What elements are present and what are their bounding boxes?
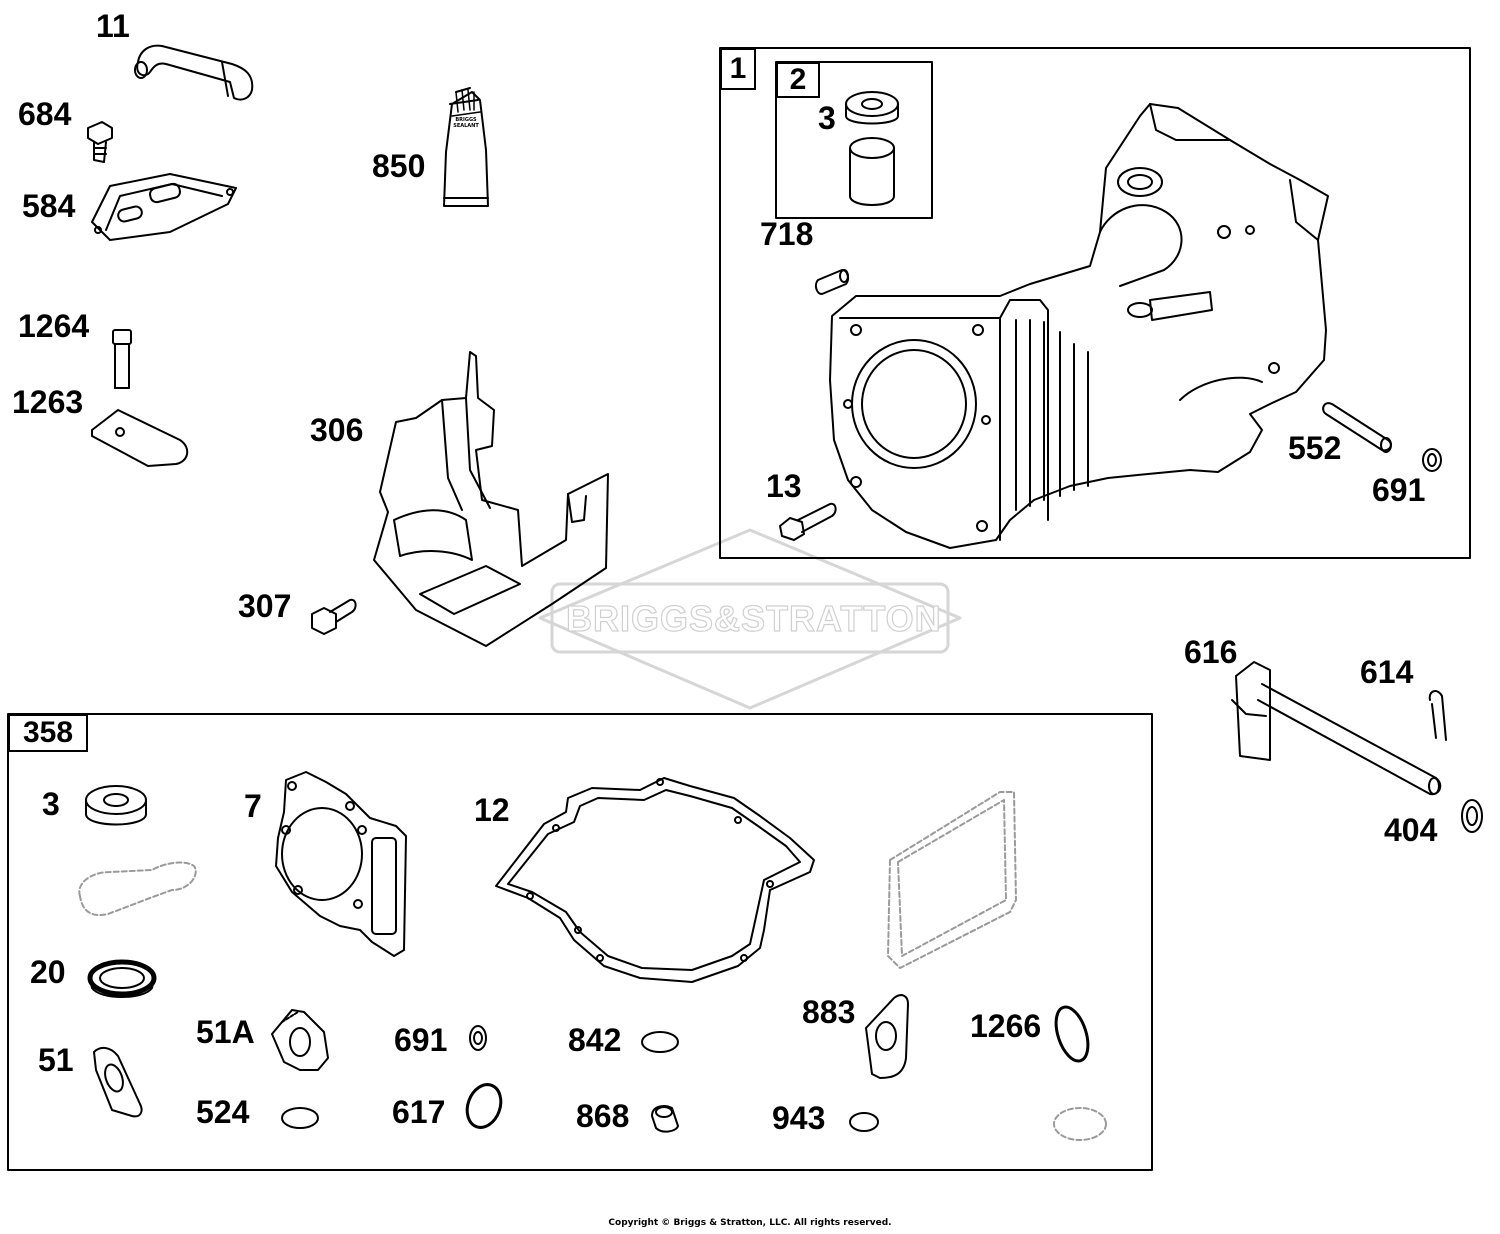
callout-20: 20 [30, 954, 66, 990]
callout-1263: 1263 [12, 384, 84, 420]
callout-943: 943 [772, 1100, 826, 1136]
plate-1263 [91, 409, 189, 467]
callout-51A: 51A [196, 1014, 255, 1050]
pin-718 [814, 269, 850, 295]
callout-842: 842 [568, 1022, 622, 1058]
callout-552: 552 [1288, 430, 1342, 466]
callout-3-assembly: 3 [818, 100, 836, 136]
callout-12: 12 [474, 792, 510, 828]
assembly-2-frame [775, 61, 933, 219]
callout-7: 7 [244, 788, 262, 824]
callout-691-kit: 691 [394, 1022, 448, 1058]
seal-3-bushing [845, 91, 899, 206]
blower-housing-306 [373, 351, 609, 647]
o-ring-617 [465, 1083, 503, 1129]
callout-306: 306 [310, 412, 364, 448]
gasket-outline-dashed-2 [887, 791, 1017, 969]
o-ring-943 [849, 1112, 879, 1132]
bolt-307 [311, 598, 357, 635]
callout-11: 11 [96, 8, 130, 44]
o-ring-842 [641, 1031, 679, 1053]
callout-883: 883 [802, 994, 856, 1030]
assembly-2-tag: 2 [776, 62, 820, 98]
callout-524: 524 [196, 1094, 250, 1130]
assembly-1-tag: 1 [720, 48, 756, 90]
seal-3-kit [85, 785, 147, 826]
crankcase-gasket-12 [495, 777, 815, 983]
washer-691-top [1422, 448, 1442, 472]
watermark-brand: BRIGGS&STRATTON [565, 597, 942, 639]
callout-684: 684 [18, 96, 72, 132]
copyright-notice: Copyright © Briggs & Stratton, LLC. All … [608, 1218, 892, 1228]
o-ring-1266 [1054, 1005, 1090, 1063]
gasket-51 [93, 1046, 143, 1118]
hitch-pin-614 [1428, 690, 1447, 741]
o-ring-outline-dashed [1053, 1107, 1107, 1141]
gasket-outline-dashed-1 [78, 861, 197, 916]
washer-404 [1461, 799, 1483, 833]
pin-552 [1322, 402, 1392, 453]
screw-684 [87, 121, 113, 163]
callout-718: 718 [760, 216, 814, 252]
callout-1266: 1266 [970, 1008, 1042, 1044]
gasket-51A [271, 1009, 329, 1071]
gasket-883 [865, 994, 909, 1079]
oil-seal-20 [87, 959, 157, 998]
callout-13: 13 [766, 468, 802, 504]
governor-shaft-616 [1231, 661, 1442, 796]
assembly-1-frame [719, 47, 1471, 559]
bolt-1264 [112, 329, 132, 389]
cylinder-block [829, 103, 1329, 549]
callout-868: 868 [576, 1098, 630, 1134]
callout-51: 51 [38, 1042, 74, 1078]
callout-616: 616 [1184, 634, 1238, 670]
callout-584: 584 [22, 188, 76, 224]
callout-617: 617 [392, 1094, 446, 1130]
sealant-tube-850 [443, 87, 489, 207]
callout-850: 850 [372, 148, 426, 184]
callout-1264: 1264 [18, 308, 90, 344]
bolt-13 [779, 502, 837, 541]
callout-404: 404 [1384, 812, 1438, 848]
sealant-tube-label: BRIGGS SEALANT [453, 117, 479, 129]
callout-614: 614 [1360, 654, 1414, 690]
seal-691-kit [469, 1025, 487, 1051]
seal-868 [651, 1105, 679, 1133]
callout-307: 307 [238, 588, 292, 624]
breather-cover-584 [91, 173, 237, 241]
o-ring-524 [281, 1107, 319, 1129]
breather-tube-11 [134, 44, 254, 101]
kit-358-tag: 358 [8, 714, 88, 752]
watermark-logo [538, 528, 962, 710]
kit-358-frame [7, 713, 1153, 1171]
head-gasket-7 [275, 771, 407, 957]
callout-691-top: 691 [1372, 472, 1426, 508]
callout-3-kit: 3 [42, 786, 60, 822]
